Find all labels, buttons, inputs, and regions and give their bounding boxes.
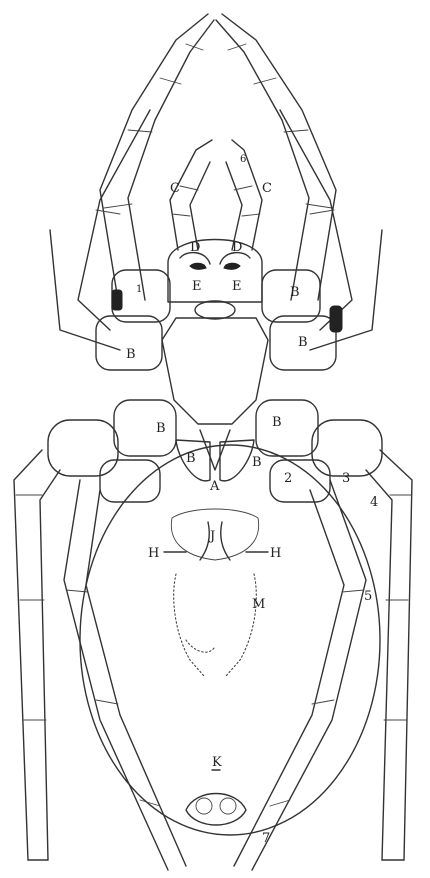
leg-outer-left xyxy=(50,110,150,350)
label-b-7: B xyxy=(252,455,262,470)
spinnerets xyxy=(186,770,246,825)
chelicera-left xyxy=(180,253,210,270)
leg-front-left xyxy=(100,14,214,300)
label-k: K xyxy=(212,755,222,770)
label-e-right: E xyxy=(232,279,242,294)
number-3: 3 xyxy=(342,471,350,486)
cephalothorax xyxy=(162,240,268,471)
number-7: 7 xyxy=(262,831,270,846)
label-b-3: B xyxy=(298,335,308,350)
label-a: A xyxy=(209,479,220,494)
segment-numbers: 1 2 3 4 5 6 7 xyxy=(136,154,378,846)
label-b-6: B xyxy=(186,451,196,466)
label-m: M xyxy=(252,597,265,612)
label-b-5: B xyxy=(272,415,282,430)
label-e-left: E xyxy=(192,279,202,294)
label-j: J xyxy=(208,529,215,544)
epigastric-region xyxy=(164,509,268,560)
internal-outlines xyxy=(174,574,257,676)
number-2: 2 xyxy=(284,471,292,486)
label-h-left: H xyxy=(148,546,159,561)
label-c-left: C xyxy=(170,181,180,196)
coxae xyxy=(48,270,382,502)
leg-front-right xyxy=(216,14,336,300)
label-d-left: D xyxy=(190,240,200,255)
number-4: 4 xyxy=(370,495,378,510)
label-d-right: D xyxy=(232,240,242,255)
leg-rear-left-outer xyxy=(14,450,60,860)
label-b-2: B xyxy=(126,347,136,362)
label-h-right: H xyxy=(270,546,281,561)
leg-rear-right-outer xyxy=(366,450,412,860)
leg-rear-right-inner xyxy=(234,480,366,870)
number-6: 6 xyxy=(240,154,246,165)
number-5: 5 xyxy=(364,589,372,604)
label-c-right: C xyxy=(262,181,272,196)
chelicera-right xyxy=(220,253,250,270)
number-1: 1 xyxy=(136,284,142,295)
label-b-4: B xyxy=(156,421,166,436)
label-b-1: B xyxy=(290,285,300,300)
